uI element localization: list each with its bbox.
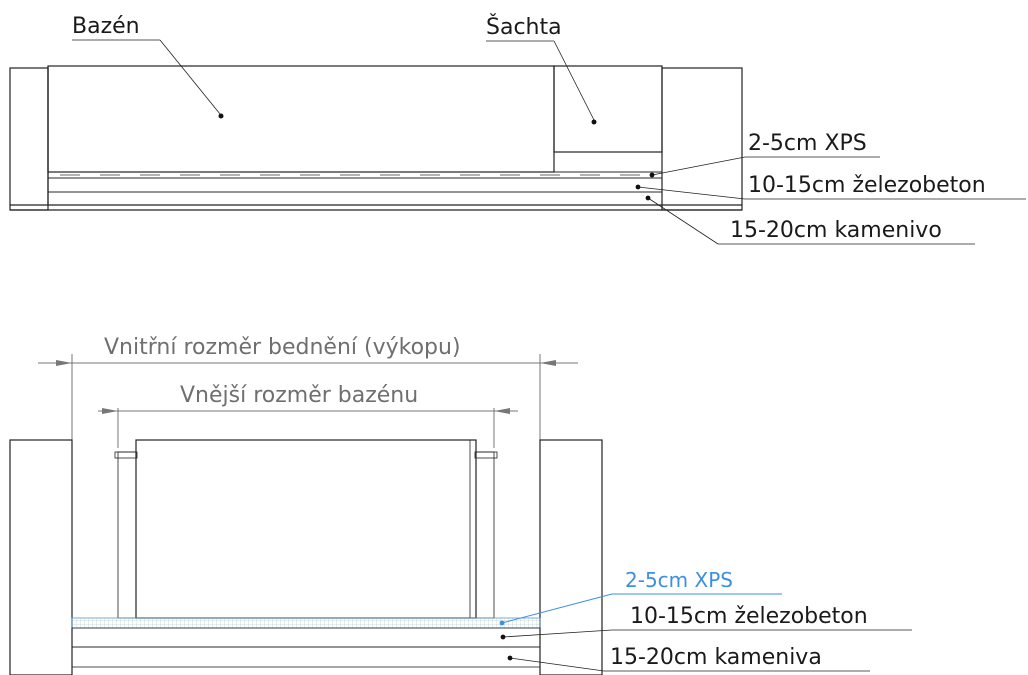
bottom-gravel-label: 15-20cm kameniva (610, 645, 822, 670)
bottom-xps-layer (71, 617, 541, 629)
top-concrete-label: 10-15cm železobeton (748, 173, 986, 198)
top-concrete-layer (47, 177, 663, 193)
right-soil-wall (539, 439, 603, 675)
dim-outer-pool-label: Vnější rozměr bazénu (180, 383, 418, 408)
top-xps-label: 2-5cm XPS (748, 131, 867, 156)
bottom-xps-label: 2-5cm XPS (625, 568, 733, 592)
shaft-label: Šachta (486, 14, 562, 40)
top-gravel-layer (47, 191, 663, 206)
shaft-body (553, 65, 663, 153)
top-section: Bazén Šachta 2-5cm XPS 10-15cm železobet… (9, 14, 1026, 245)
pool-marker-dot (218, 113, 224, 119)
shaft-concrete-fill (553, 151, 663, 173)
bottom-section: Vnitřní rozměr bednění (výkopu) Vnější r… (9, 335, 912, 675)
left-soil-wall (9, 439, 73, 675)
top-gravel-label: 15-20cm kamenivo (730, 218, 942, 243)
bottom-concrete-label: 10-15cm železobeton (630, 604, 868, 629)
pool-body (47, 65, 555, 173)
pool-label: Bazén (72, 14, 140, 39)
right-soil-block (661, 67, 743, 211)
pool-right-post (475, 451, 495, 619)
left-soil-block (9, 67, 49, 211)
pool-body-section (135, 439, 477, 619)
bottom-concrete-layer (71, 627, 541, 648)
pool-left-post (117, 451, 137, 619)
shaft-marker-dot (591, 119, 597, 125)
dim-inner-formwork-label: Vnitřní rozměr bednění (výkopu) (104, 335, 461, 360)
bottom-gravel-layer (71, 646, 541, 668)
